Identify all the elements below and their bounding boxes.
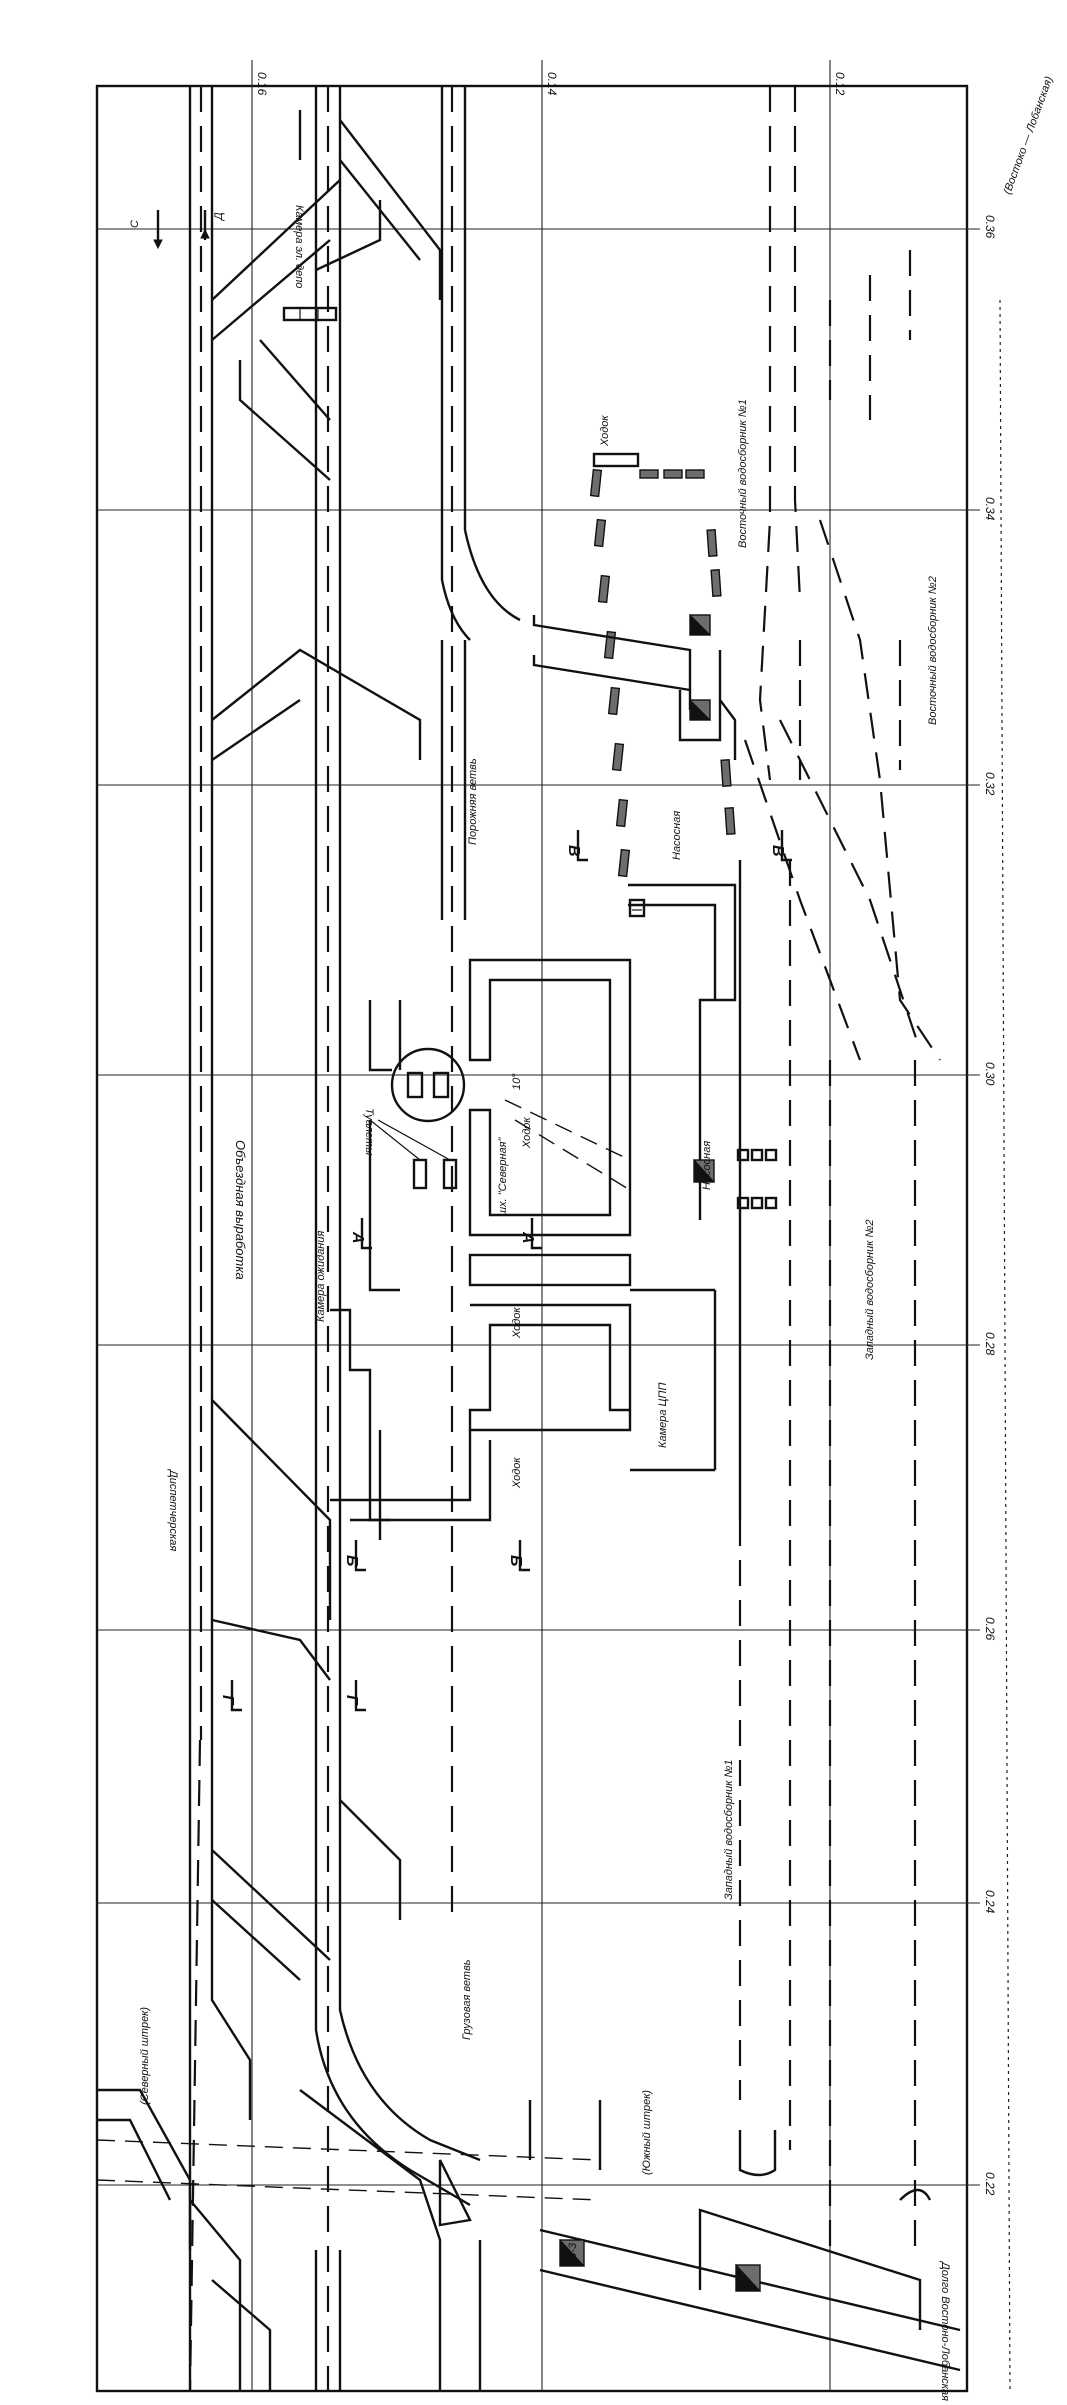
coord-right-034: 0.34	[983, 497, 997, 521]
cargo-branch	[314, 86, 481, 2391]
west-water-collectors	[698, 860, 932, 2330]
east-khodok-block	[532, 452, 737, 760]
label-west-collector-1: Западный водосборник №1	[723, 1759, 735, 1900]
coord-right-030: 0.30	[983, 1062, 997, 1086]
section-v-left: В	[565, 845, 582, 857]
label-bypass-tunnel: Объездная выработка	[233, 1140, 248, 1280]
coord-right-028: 0.28	[983, 1332, 997, 1356]
coord-right-024: 0.24	[983, 1890, 997, 1914]
label-s-mark: С	[129, 220, 141, 228]
drawing-frame	[95, 84, 969, 2393]
coord-top-014: 0.14	[545, 72, 559, 96]
label-dolgo-vostochno: Долго Востоно-Лобанская	[939, 2260, 951, 2401]
label-khodok-3: Ходок	[511, 1307, 523, 1339]
label-pump-station-1: Насосная	[671, 811, 683, 860]
south-section	[96, 1739, 961, 2392]
khodok-dashed	[504, 1099, 631, 1161]
label-waiting-chamber: Камера ожидания	[315, 1231, 327, 1322]
label-shaft-severnaya: шх. "Северная"	[497, 1137, 509, 1216]
label-camera-el-depot: Камера эл. депо	[293, 205, 305, 288]
shaft-severnaya	[390, 1047, 466, 1123]
coord-right-036: 0.36	[983, 215, 997, 239]
label-d-mark: Д	[213, 212, 225, 222]
label-angle: 10°	[511, 1073, 523, 1090]
khodok-dashed-2	[514, 1119, 631, 1191]
coord-top-012: 0.12	[833, 72, 847, 96]
label-west-collector-2: Западный водосборник №2	[864, 1219, 876, 1360]
label-camera-cpp: Камера ЦПП	[657, 1382, 669, 1448]
section-a-left: А	[349, 1231, 366, 1244]
coord-right-022: 0.22	[983, 2172, 997, 2196]
label-pump-station-2: Насосная	[701, 1141, 713, 1190]
label-khodok-1: Ходок	[599, 415, 611, 447]
label-south-drift: (Южный штрек)	[641, 2090, 653, 2175]
section-a-right: А	[519, 1231, 536, 1244]
section-b-right: Б	[507, 1555, 524, 1566]
label-east-collector-2: Восточный водосборник №2	[927, 576, 939, 725]
east-chain	[589, 468, 736, 878]
label-khodok-4: Ходок	[511, 1457, 523, 1489]
label-khodok-2: Ходок	[521, 1117, 533, 1149]
label-north-drift: (Северный штрек)	[139, 2007, 151, 2105]
main-chamber-block	[468, 958, 717, 1472]
section-markers	[230, 830, 792, 1712]
coord-right-026: 0.26	[983, 1617, 997, 1641]
empty-branch	[440, 86, 521, 1920]
label-cargo-branch: Грузовая ветвь	[461, 1959, 473, 2040]
pumping-station	[628, 883, 778, 1220]
bypass-tunnel	[188, 86, 252, 2391]
section-b-left: Б	[343, 1555, 360, 1566]
section-v-right: В	[769, 845, 786, 857]
label-east-collector-1: Восточный водосборник №1	[737, 399, 749, 548]
label-dispatcher: Диспетчерская	[167, 1468, 179, 1551]
label-handwritten-note: (Востоко — Лобанская)	[1002, 75, 1056, 196]
dispatcher-area	[211, 1000, 492, 1981]
east-water-collectors	[743, 86, 941, 1061]
label-v3: В-3	[567, 2242, 579, 2260]
coordinate-grid	[97, 60, 980, 2391]
section-g-right: Г	[343, 1695, 360, 1706]
label-toilets: Туалеты	[363, 1108, 375, 1155]
section-g-left: Г	[219, 1695, 236, 1706]
label-empty-branch: Порожняя ветвь	[467, 758, 479, 845]
upper-junctions	[211, 110, 442, 761]
coord-top-016: 0.16	[255, 72, 269, 96]
section-marks-cd	[153, 210, 210, 250]
coord-right-032: 0.32	[983, 772, 997, 796]
paper-edge	[999, 299, 1011, 2392]
camera-el-depot	[282, 306, 338, 322]
